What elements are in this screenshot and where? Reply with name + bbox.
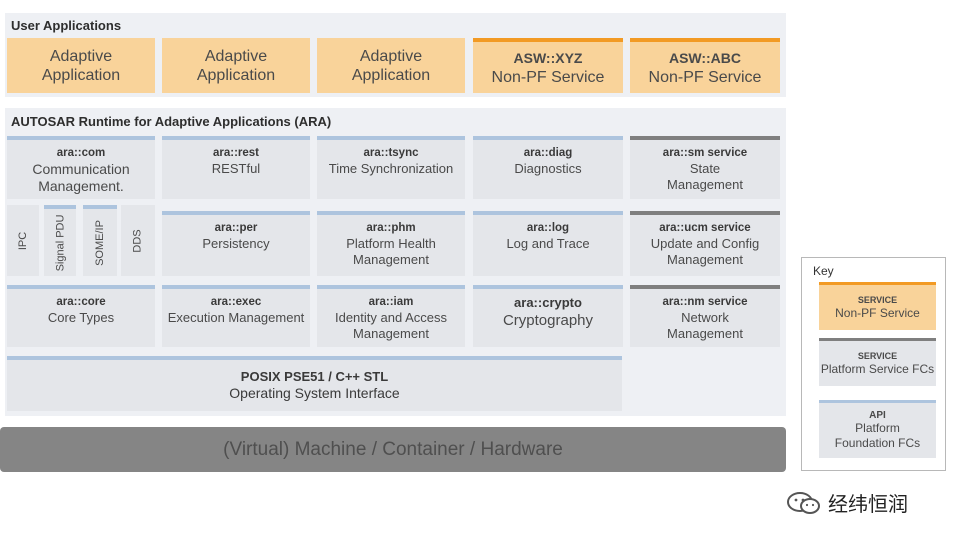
key-item-label: Platform [855,421,900,435]
key-platform-service: SERVICE Platform Service FCs [819,338,936,386]
key-non-pf-service: SERVICE Non-PF Service [819,282,936,330]
watermark-text: 经纬恒润 [828,492,908,516]
box-title: ara::log [526,222,570,234]
ara-per-box: ara::per Persistency [162,211,310,276]
app-line1: Adaptive [49,47,113,65]
box-title: ara::diag [523,147,573,159]
box-line1: Platform Health [346,236,436,251]
app-line2: Application [351,66,431,84]
box-title: ara::ucm service [659,222,751,234]
app-line2: Application [196,66,276,84]
box-title: ara::phm [366,222,416,234]
com-ipc-box: IPC [7,205,39,276]
box-title: ara::tsync [363,147,419,159]
ara-title: AUTOSAR Runtime for Adaptive Application… [11,114,332,129]
box-line2: Management [667,252,743,267]
box-title: ara::iam [368,296,414,308]
ara-rest-box: ara::rest RESTful [162,136,310,199]
ara-crypto-box: ara::crypto Cryptography [473,285,623,347]
ara-tsync-box: ara::tsync Time Synchronization [317,136,465,199]
adaptive-application-1: Adaptive Application [7,38,155,93]
ara-ucm-service-box: ara::ucm service Update and Config Manag… [630,211,780,276]
ara-iam-box: ara::iam Identity and Access Management [317,285,465,347]
box-line1: Network [681,310,729,325]
box-line1: Communication [32,161,130,177]
key-title: Key [813,264,834,278]
app-line1: Adaptive [204,47,268,65]
ara-phm-box: ara::phm Platform Health Management [317,211,465,276]
box-title: ara::per [214,222,258,234]
box-title: ara::crypto [514,295,582,310]
box-line1: Log and Trace [506,236,590,251]
service-name: ASW::XYZ [513,49,583,66]
asw-abc-service: ASW::ABC Non-PF Service [630,38,780,93]
box-line1: Time Synchronization [328,161,454,176]
asw-xyz-service: ASW::XYZ Non-PF Service [473,38,623,93]
box-line1: RESTful [211,161,261,176]
box-line1: Diagnostics [514,161,582,176]
key-item-head: API [869,410,886,421]
adaptive-application-2: Adaptive Application [162,38,310,93]
ara-core-box: ara::core Core Types [7,285,155,347]
app-line1: Adaptive [359,47,423,65]
box-line1: Cryptography [502,312,594,329]
box-line1: Execution Management [167,310,305,325]
posix-title: POSIX PSE51 / C++ STL [240,369,389,384]
service-name: ASW::ABC [668,49,742,66]
wechat-icon [787,491,820,514]
box-line1: Persistency [202,236,270,251]
box-line1: State [689,161,721,176]
ara-log-box: ara::log Log and Trace [473,211,623,276]
box-title: ara::exec [210,296,262,308]
service-type: Non-PF Service [491,68,605,86]
com-sub-label: SOME/IP [94,219,106,266]
posix-os-interface-box: POSIX PSE51 / C++ STL Operating System I… [7,356,622,411]
watermark: 经纬恒润 [786,488,908,517]
com-sub-label: Signal PDU [54,214,67,271]
box-title: ara::rest [212,147,260,159]
key-item-head: SERVICE [857,350,898,361]
box-line2: Management [667,326,743,341]
key-item-label: Non-PF Service [835,305,920,320]
box-title: ara::core [56,296,106,308]
com-sub-label: IPC [17,231,29,250]
com-sub-label: DDS [131,228,144,253]
box-line2: Management [353,252,429,267]
posix-line1: Operating System Interface [229,385,400,401]
machine-container-hardware-bar: (Virtual) Machine / Container / Hardware [0,427,786,472]
box-title: ara::nm service [662,296,748,308]
ara-com-box: ara::com Communication Management. [7,136,155,199]
key-item-label2: Foundation FCs [834,436,921,450]
box-line2: Management. [38,178,124,194]
adaptive-application-3: Adaptive Application [317,38,465,93]
app-line2: Application [41,66,121,84]
ara-sm-service-box: ara::sm service State Management [630,136,780,199]
key-item-label: Platform Service FCs [820,361,935,376]
ara-nm-service-box: ara::nm service Network Management [630,285,780,347]
user-applications-title: User Applications [11,18,122,33]
box-line2: Management [353,326,429,341]
box-line1: Identity and Access [334,310,447,325]
com-someip-box: SOME/IP [83,205,117,276]
box-title: ara::com [56,147,106,159]
key-item-head: SERVICE [857,294,898,305]
box-line2: Management [667,177,743,192]
ara-exec-box: ara::exec Execution Management [162,285,310,347]
com-signal-pdu-box: Signal PDU [44,205,76,276]
box-title: ara::sm service [662,147,748,159]
box-line1: Core Types [47,310,115,325]
machine-label: (Virtual) Machine / Container / Hardware [223,438,563,460]
ara-diag-box: ara::diag Diagnostics [473,136,623,199]
com-dds-box: DDS [121,205,155,276]
key-platform-foundation: API Platform Foundation FCs [819,400,936,458]
box-line1: Update and Config [650,236,760,251]
service-type: Non-PF Service [648,68,762,86]
